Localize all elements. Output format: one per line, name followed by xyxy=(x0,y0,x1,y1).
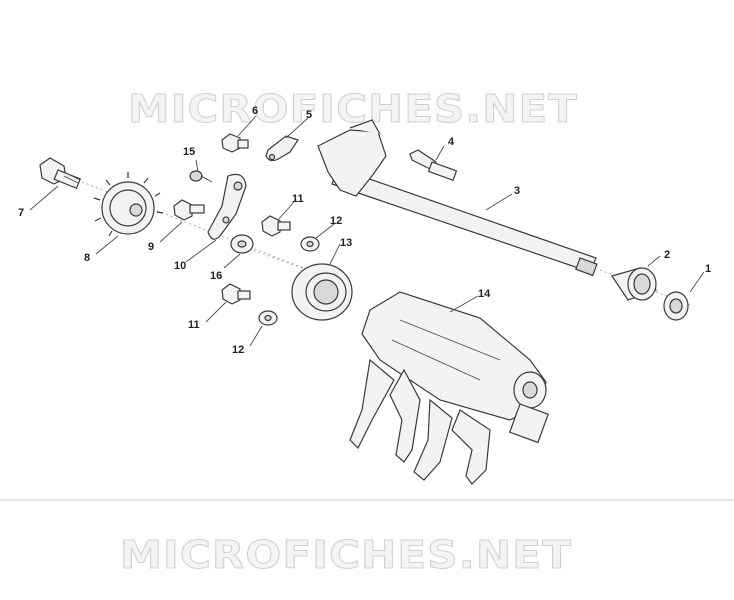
callout-4: 4 xyxy=(448,136,455,148)
part-11-bolt-lower xyxy=(221,283,251,305)
callout-2: 2 xyxy=(664,249,670,261)
leader-lines xyxy=(29,115,705,347)
callout-11-lower: 11 xyxy=(188,319,200,331)
part-9-bolt xyxy=(173,199,205,221)
part-15-spring xyxy=(189,170,213,183)
callout-1: 1 xyxy=(705,263,711,275)
part-3-shift-shaft xyxy=(317,119,598,277)
callout-7: 7 xyxy=(18,207,24,219)
callout-8: 8 xyxy=(84,252,90,264)
callout-6: 6 xyxy=(252,105,258,117)
part-12-washer-lower xyxy=(258,310,278,326)
part-12-washer-upper xyxy=(300,236,320,252)
callout-9: 9 xyxy=(148,241,154,253)
callout-13: 13 xyxy=(340,237,352,249)
part-7-bolt xyxy=(39,157,82,190)
assembly-line-a xyxy=(81,181,331,279)
callout-5: 5 xyxy=(306,109,312,121)
part-5-bracket xyxy=(265,135,299,162)
part-13-bearing xyxy=(291,263,353,321)
callout-12-upper: 12 xyxy=(330,215,342,227)
part-14-shift-drum-assembly xyxy=(349,291,549,485)
part-2-bushing xyxy=(611,267,657,301)
watermark-top: MICROFICHES.NET xyxy=(128,87,578,131)
callout-15: 15 xyxy=(183,146,195,158)
part-10-lever xyxy=(207,173,247,240)
callout-labels: 1 2 3 4 5 6 7 8 9 10 11 11 12 12 13 14 1… xyxy=(18,105,711,356)
callout-16: 16 xyxy=(210,270,222,282)
callout-10: 10 xyxy=(174,260,186,272)
callout-14: 14 xyxy=(478,288,491,300)
callout-12-lower: 12 xyxy=(232,344,244,356)
part-4-pin xyxy=(409,149,458,182)
callout-11-upper: 11 xyxy=(292,193,304,205)
part-8-sprocket xyxy=(93,172,164,237)
part-1-washer xyxy=(663,291,689,321)
watermark-bottom: MICROFICHES.NET xyxy=(120,533,572,577)
part-6-bolt xyxy=(221,133,249,153)
callout-3: 3 xyxy=(514,185,520,197)
part-16-washer xyxy=(230,234,254,254)
part-11-bolt-upper xyxy=(261,215,291,237)
